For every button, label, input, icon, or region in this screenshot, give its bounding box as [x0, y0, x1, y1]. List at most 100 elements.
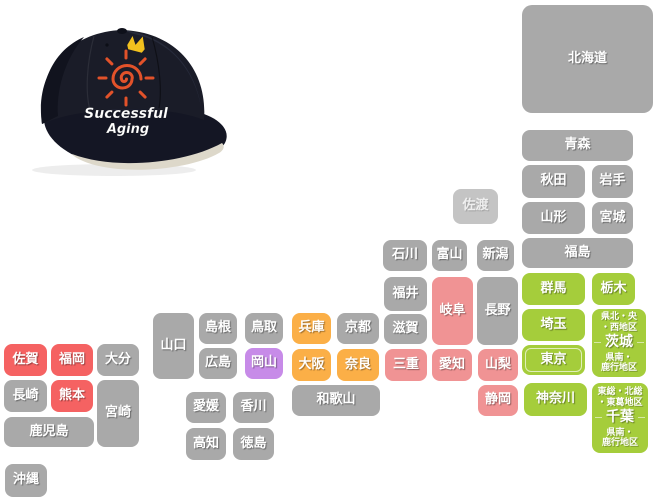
prefecture-tile-miyazaki[interactable]: 宮崎 [97, 380, 139, 447]
tile-label: 徳島 [240, 435, 267, 451]
prefecture-tile-aichi[interactable]: 愛知 [432, 349, 472, 381]
prefecture-tile-toyama[interactable]: 富山 [432, 240, 467, 271]
prefecture-tile-hiroshima[interactable]: 広島 [199, 348, 237, 379]
cap-eyelet [105, 43, 109, 47]
prefecture-tile-shizuoka[interactable]: 静岡 [478, 385, 518, 416]
tile-region-top: 県北・央 ・西地区 [600, 312, 637, 333]
tile-label: 岩手 [599, 173, 626, 189]
tile-label: 群馬 [540, 280, 567, 296]
cap-brand-text-line1: Successful [84, 106, 168, 122]
prefecture-tile-hyogo[interactable]: 兵庫 [292, 313, 331, 344]
prefecture-tile-fukuoka[interactable]: 福岡 [51, 344, 93, 376]
prefecture-tile-niigata[interactable]: 新潟 [477, 240, 514, 271]
prefecture-tile-nara[interactable]: 奈良 [337, 349, 379, 381]
tile-label: 佐渡 [462, 198, 489, 214]
product-photo-cap: Successful Aging [14, 12, 230, 178]
tile-label: 島根 [204, 320, 231, 336]
prefecture-tile-kyoto[interactable]: 京都 [337, 313, 379, 344]
tile-label: 富山 [436, 247, 463, 263]
tile-label: 京都 [344, 320, 371, 336]
prefecture-tile-kumamoto[interactable]: 熊本 [51, 380, 93, 412]
prefecture-tile-fukui[interactable]: 福井 [384, 277, 427, 311]
tile-label: 埼玉 [540, 316, 567, 332]
prefecture-tile-nagano[interactable]: 長野 [477, 277, 518, 345]
tile-label: 福岡 [58, 351, 85, 367]
cap-brim-sandwich-stripe [72, 143, 224, 170]
prefecture-tile-osaka[interactable]: 大阪 [292, 349, 331, 381]
tile-label: 沖縄 [12, 472, 39, 488]
crown-icon [127, 35, 145, 53]
prefecture-tile-ehime[interactable]: 愛媛 [186, 392, 226, 423]
tile-label: 東京 [540, 351, 567, 367]
tile-label: 新潟 [482, 247, 509, 263]
tile-label: 茨城 [594, 334, 644, 350]
tile-label: 岐阜 [439, 302, 466, 318]
tile-label: 愛媛 [192, 399, 219, 415]
prefecture-tile-mie[interactable]: 三重 [385, 349, 427, 381]
tile-label: 愛知 [438, 356, 465, 372]
cap-logo: Successful Aging [84, 35, 168, 137]
tile-label: 石川 [391, 247, 418, 263]
prefecture-tile-iwate[interactable]: 岩手 [592, 165, 633, 198]
prefecture-tile-kochi[interactable]: 高知 [186, 428, 226, 460]
tile-label: 長崎 [12, 387, 39, 403]
prefecture-tile-tottori[interactable]: 鳥取 [245, 313, 283, 344]
prefecture-tile-tochigi[interactable]: 栃木 [592, 273, 635, 305]
prefecture-tile-ibaraki[interactable]: 県北・央 ・西地区茨城県南・ 鹿行地区 [592, 309, 646, 377]
tile-region-bottom: 県南・ 鹿行地区 [600, 352, 637, 374]
prefecture-tile-okayama[interactable]: 岡山 [245, 348, 283, 379]
tile-label: 宮崎 [104, 405, 131, 421]
prefecture-tile-miyagi[interactable]: 宮城 [592, 202, 633, 234]
cap-brand-text-line2: Aging [106, 122, 149, 137]
tile-label: 長野 [484, 302, 511, 318]
tile-label: 佐賀 [12, 351, 39, 367]
tile-label: 秋田 [540, 173, 567, 189]
prefecture-tile-okinawa[interactable]: 沖縄 [5, 464, 47, 497]
prefecture-tile-saga[interactable]: 佐賀 [4, 344, 47, 376]
tile-label: 鹿児島 [29, 423, 69, 439]
prefecture-tile-kagawa[interactable]: 香川 [233, 392, 274, 423]
tile-label: 大分 [104, 351, 131, 367]
prefecture-tile-shimane[interactable]: 島根 [199, 313, 237, 344]
prefecture-tile-yamanashi[interactable]: 山梨 [478, 349, 518, 381]
tile-label: 奈良 [344, 356, 371, 372]
prefecture-tile-oita[interactable]: 大分 [97, 344, 139, 376]
tile-label: 宮城 [599, 209, 626, 225]
prefecture-tile-aomori[interactable]: 青森 [522, 130, 633, 161]
tile-label: 高知 [192, 435, 219, 451]
tile-label: 鳥取 [250, 320, 277, 336]
tile-label: 神奈川 [535, 391, 575, 407]
tile-label: 山口 [160, 337, 187, 353]
tile-region-top: 東総・北総 ・東葛地区 [597, 387, 643, 408]
tile-label: 熊本 [58, 387, 85, 403]
prefecture-tile-kanagawa[interactable]: 神奈川 [524, 383, 587, 416]
prefecture-tile-tokushima[interactable]: 徳島 [233, 428, 274, 460]
tile-label: 兵庫 [298, 320, 325, 336]
prefecture-tile-yamagata[interactable]: 山形 [522, 202, 585, 234]
prefecture-tile-tokyo[interactable]: 東京 [522, 345, 585, 375]
prefecture-tile-gifu[interactable]: 岐阜 [432, 277, 473, 345]
prefecture-tile-ishikawa[interactable]: 石川 [383, 240, 427, 271]
prefecture-tile-wakayama[interactable]: 和歌山 [292, 385, 380, 416]
prefecture-tile-chiba[interactable]: 東総・北総 ・東葛地区千葉県南・ 鹿行地区 [592, 383, 648, 453]
tile-label: 青森 [564, 137, 591, 153]
tile-label: 広島 [204, 355, 231, 371]
cap-top-button [117, 28, 127, 34]
cap-illustration: Successful Aging [32, 28, 227, 176]
prefecture-tile-kagoshima[interactable]: 鹿児島 [4, 417, 94, 447]
tile-label: 岡山 [250, 355, 277, 371]
tile-label: 大阪 [298, 356, 325, 372]
tile-label: 栃木 [600, 280, 627, 296]
sun-spiral-icon [97, 49, 155, 107]
tile-label: 山形 [540, 209, 567, 225]
prefecture-tile-saitama[interactable]: 埼玉 [522, 309, 585, 341]
prefecture-tile-gunma[interactable]: 群馬 [522, 273, 585, 305]
prefecture-tile-nagasaki[interactable]: 長崎 [4, 380, 47, 412]
prefecture-tile-hokkaido[interactable]: 北海道 [522, 5, 653, 113]
prefecture-tile-akita[interactable]: 秋田 [522, 165, 585, 198]
prefecture-tile-fukushima[interactable]: 福島 [522, 238, 633, 268]
prefecture-tile-shiga[interactable]: 滋賀 [384, 314, 427, 344]
prefecture-tile-yamaguchi[interactable]: 山口 [153, 313, 194, 379]
tile-label: 三重 [392, 356, 419, 372]
